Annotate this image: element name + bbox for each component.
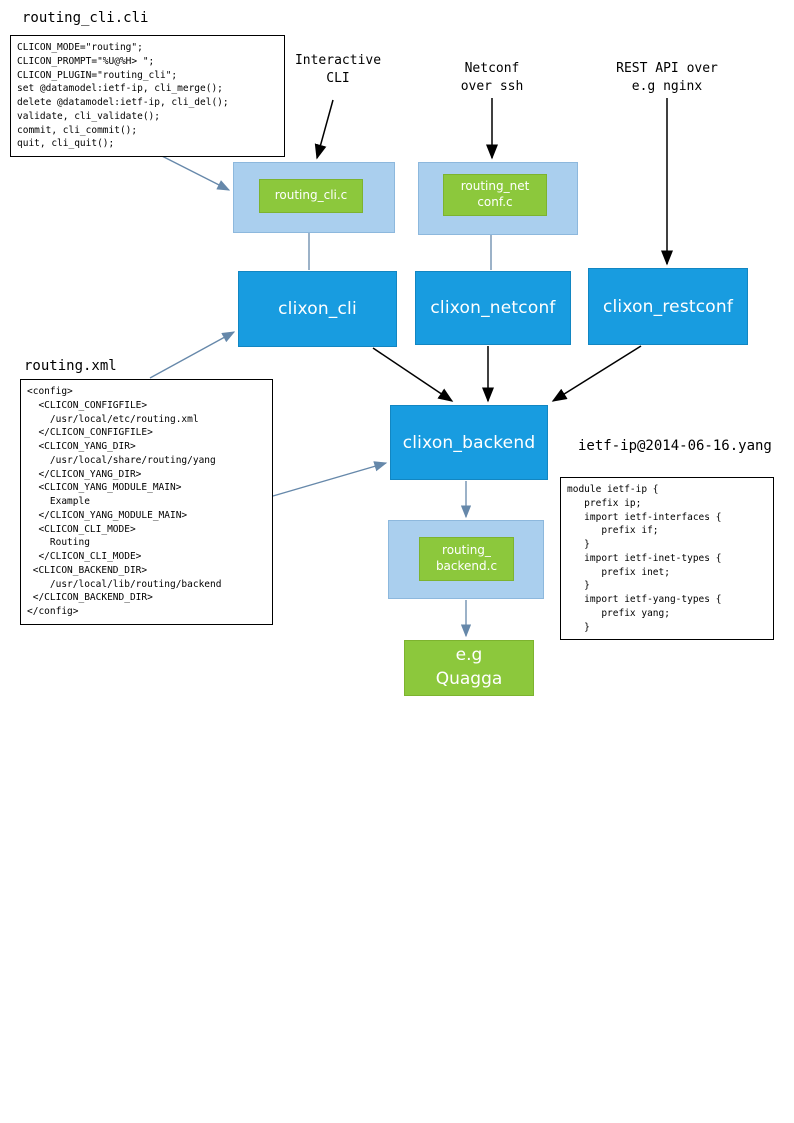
clixon-backend-box: clixon_backend	[390, 405, 548, 480]
netconf-plugin-box: routing_net conf.c	[443, 174, 547, 216]
backend-plugin-box: routing_ backend.c	[419, 537, 514, 581]
cli-file-title: routing_cli.cli	[22, 10, 149, 26]
clixon-restconf-box: clixon_restconf	[588, 268, 748, 345]
clixon-cli-box: clixon_cli	[238, 271, 397, 347]
arrow-cli-to-backend	[372, 347, 454, 402]
clixon-netconf-box: clixon_netconf	[415, 271, 571, 345]
cli-plugin-box: routing_cli.c	[259, 179, 363, 213]
interactive-cli-label: Interactive CLI	[294, 53, 382, 86]
cli-file-code: CLICON_MODE="routing"; CLICON_PROMPT="%U…	[10, 35, 285, 158]
arrow-restconf-to-backend	[551, 345, 642, 402]
arrow-xml-to-cli	[149, 331, 236, 379]
xml-file-title: routing.xml	[24, 358, 117, 374]
xml-file-code: <config> <CLICON_CONFIGFILE> /usr/local/…	[20, 379, 273, 626]
quagga-box: e.g Quagga	[404, 640, 534, 696]
arrow-interactive-to-cli-plugin	[314, 99, 334, 160]
yang-file-title: ietf-ip@2014-06-16.yang	[578, 438, 772, 454]
yang-file-code: module ietf-ip { prefix ip; import ietf-…	[560, 477, 774, 641]
rest-api-label: REST API over e.g nginx	[616, 61, 718, 94]
arrow-xml-to-backend	[272, 461, 388, 497]
netconf-over-ssh-label: Netconf over ssh	[460, 61, 524, 94]
